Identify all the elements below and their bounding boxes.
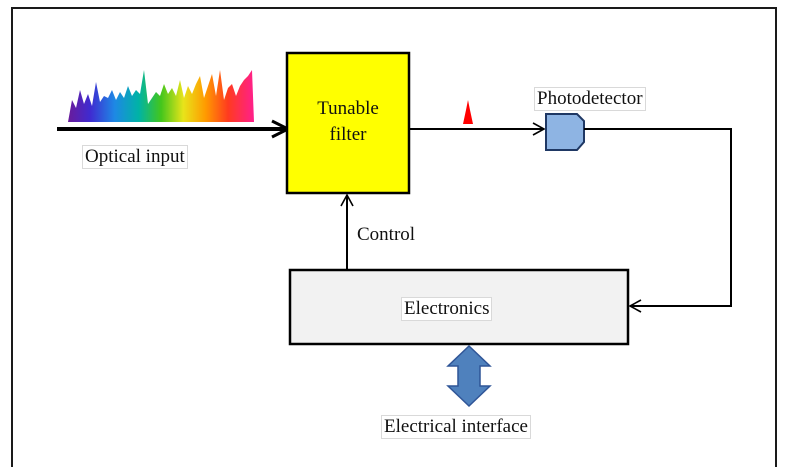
tunable-filter-label-line2: filter <box>329 124 367 145</box>
tunable-filter-label: Tunable filter <box>287 96 409 148</box>
tunable-filter-box <box>285 51 411 195</box>
feedback-line <box>584 128 732 313</box>
double-arrow-icon <box>446 344 492 408</box>
electronics-label: Electronics <box>401 297 493 321</box>
filtered-peak-icon <box>463 100 473 124</box>
block-diagram <box>57 51 732 408</box>
electrical-interface-label: Electrical interface <box>381 415 531 439</box>
control-label: Control <box>357 224 416 245</box>
optical-input-label: Optical input <box>82 145 188 169</box>
photodetector-label: Photodetector <box>534 87 646 111</box>
rainbow-spectrum-icon <box>68 70 254 122</box>
photodetector-icon <box>545 113 585 151</box>
tunable-filter-label-line1: Tunable <box>317 98 379 119</box>
